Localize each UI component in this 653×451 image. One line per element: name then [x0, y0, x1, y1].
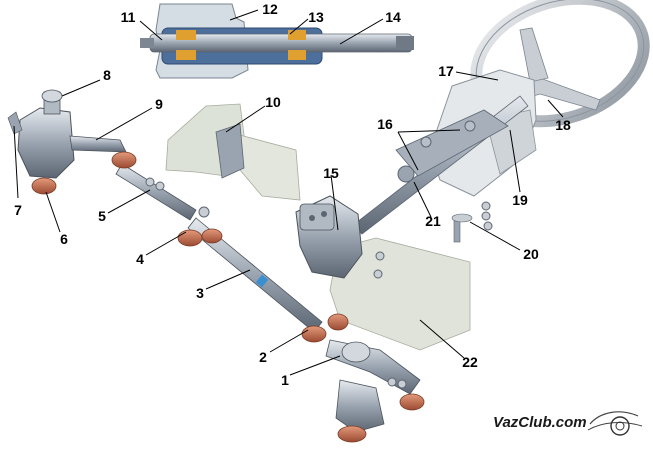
callout-3: 3	[196, 285, 204, 301]
steering-gearbox	[295, 195, 385, 279]
callout-8: 8	[103, 67, 111, 83]
callout-10: 10	[265, 94, 281, 110]
callout-12: 12	[262, 1, 278, 17]
watermark-text: VazClub.com	[493, 414, 587, 431]
callout-18: 18	[555, 117, 571, 133]
callout-2: 2	[259, 349, 267, 365]
leader-lines	[13, 9, 564, 376]
column-cutaway	[140, 3, 414, 79]
callout-4: 4	[136, 251, 144, 267]
callout-20: 20	[523, 246, 539, 262]
callout-19: 19	[512, 192, 528, 208]
pendulum-arm	[7, 89, 127, 195]
car-logo-icon	[587, 411, 643, 436]
left-tie-rod	[111, 151, 197, 221]
bolt-set	[451, 201, 493, 243]
callout-11: 11	[120, 9, 136, 25]
body-brackets	[165, 103, 471, 351]
callout-5: 5	[98, 208, 106, 224]
callout-22: 22	[462, 354, 478, 370]
callout-15: 15	[323, 165, 339, 181]
right-knuckle	[301, 313, 425, 443]
callout-14: 14	[385, 9, 401, 25]
callout-21: 21	[425, 213, 441, 229]
callout-6: 6	[60, 231, 68, 247]
callout-16: 16	[377, 116, 393, 132]
callout-17: 17	[438, 63, 454, 79]
steering-shaft	[351, 95, 529, 235]
callout-1: 1	[281, 372, 289, 388]
callout-13: 13	[308, 9, 324, 25]
callout-9: 9	[155, 96, 163, 112]
callout-7: 7	[14, 202, 22, 218]
